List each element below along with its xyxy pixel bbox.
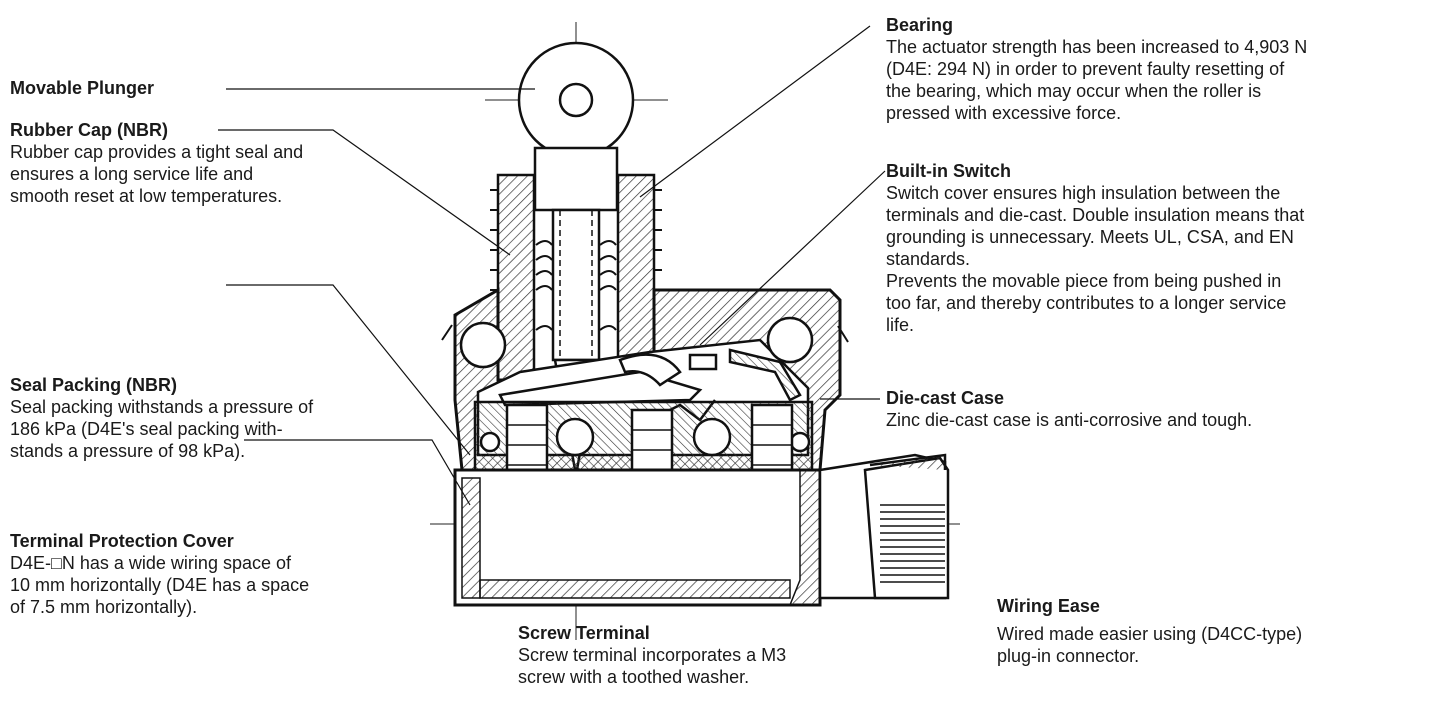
wiring-ease-line: plug-in connector. — [997, 646, 1140, 666]
built-in-switch-line: terminals and die-cast. Double insulatio… — [886, 205, 1305, 225]
callout-bearing: Bearing The actuator strength has been i… — [886, 14, 1307, 124]
callout-rubber-cap: Rubber Cap (NBR) Rubber cap provides a t… — [10, 119, 303, 207]
rubber-cap-line: Rubber cap provides a tight seal and — [10, 142, 304, 162]
callout-built-in-switch: Built-in Switch Switch cover ensures hig… — [886, 160, 1304, 336]
built-in-switch-line: standards. — [886, 249, 971, 269]
built-in-switch-line: Prevents the movable piece from being pu… — [886, 271, 1282, 291]
connector-knurling — [880, 504, 945, 583]
rubber-cap-line: smooth reset at low temperatures. — [10, 186, 283, 206]
callout-movable-plunger: Movable Plunger — [10, 77, 154, 99]
bearing-line: The actuator strength has been increased… — [886, 37, 1308, 57]
leader-lines — [218, 25, 886, 506]
switch-mechanism — [498, 348, 802, 422]
terminal-protection-line: of 7.5 mm horizontally). — [10, 597, 198, 617]
terminal-protection-line: D4E-□N has a wide wiring space of — [10, 553, 291, 573]
screw-terminal-line: screw with a toothed washer. — [518, 667, 750, 687]
seal-packing-line: Seal packing withstands a pressure of — [10, 397, 314, 417]
callout-wiring-ease: Wiring Ease Wired made easier using (D4C… — [997, 595, 1302, 667]
spring — [535, 240, 617, 331]
built-in-switch-line: too far, and thereby contributes to a lo… — [886, 293, 1287, 313]
roller — [517, 41, 635, 159]
case-screws — [459, 316, 814, 369]
seal-packing-title: Seal Packing (NBR) — [10, 375, 178, 395]
built-in-switch-line: grounding is unnecessary. Meets UL, CSA,… — [886, 227, 1294, 247]
screw-terminal-title: Screw Terminal — [518, 623, 650, 643]
callout-die-cast-case: Die-cast Case Zinc die-cast case is anti… — [886, 387, 1252, 431]
rubber-cap-title: Rubber Cap (NBR) — [10, 120, 168, 140]
screw-terminal-line: Screw terminal incorporates a M3 — [518, 645, 787, 665]
built-in-switch-line: life. — [886, 315, 915, 335]
movable-plunger-title: Movable Plunger — [10, 78, 155, 98]
seal-packing-line: stands a pressure of 98 kPa). — [10, 441, 246, 461]
die-cast-case-line: Zinc die-cast case is anti-corrosive and… — [886, 410, 1253, 430]
bearing-line: the bearing, which may occur when the ro… — [886, 81, 1262, 101]
callout-seal-packing: Seal Packing (NBR) Seal packing withstan… — [10, 374, 313, 462]
callout-terminal-protection-cover: Terminal Protection Cover D4E-□N has a w… — [10, 530, 309, 618]
wiring-ease-title: Wiring Ease — [997, 596, 1100, 616]
bearing-line: pressed with excessive force. — [886, 103, 1122, 123]
callout-screw-terminal: Screw Terminal Screw terminal incorporat… — [518, 622, 786, 688]
rubber-cap-line: ensures a long service life and — [10, 164, 254, 184]
terminal-protection-line: 10 mm horizontally (D4E has a space — [10, 575, 310, 595]
die-cast-case-title: Die-cast Case — [886, 388, 1005, 408]
bearing-title: Bearing — [886, 15, 954, 35]
built-in-switch-title: Built-in Switch — [886, 161, 1011, 181]
seal-packing-line: 186 kPa (D4E's seal packing with- — [10, 419, 283, 439]
terminal-protection-title: Terminal Protection Cover — [10, 531, 234, 551]
wiring-ease-line: Wired made easier using (D4CC-type) — [997, 624, 1303, 644]
built-in-switch-line: Switch cover ensures high insulation bet… — [886, 183, 1281, 203]
terminal-holes — [479, 417, 811, 457]
bearing-line: (D4E: 294 N) in order to prevent faulty … — [886, 59, 1285, 79]
